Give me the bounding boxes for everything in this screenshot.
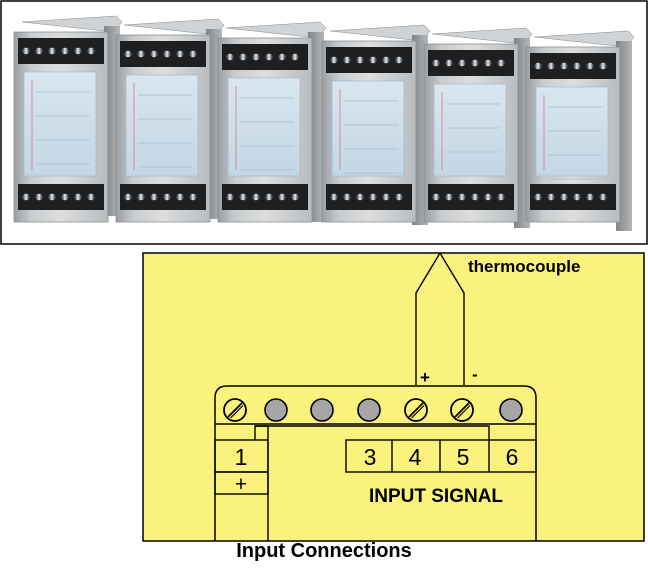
terminal-6-label: 6 xyxy=(506,444,519,470)
input-signal-label: INPUT SIGNAL xyxy=(369,486,503,507)
minus-label: - xyxy=(472,365,478,384)
module-photo xyxy=(0,0,648,245)
terminal-5-label: 5 xyxy=(457,444,470,470)
module-row xyxy=(13,15,635,231)
screw-slot-5 xyxy=(404,398,428,422)
terminal-3-label: 3 xyxy=(364,444,377,470)
screw-round-7 xyxy=(499,398,523,422)
wiring-diagram: thermocouple + - 1 + 3 4 5 6 INPUT SIGNA… xyxy=(142,251,645,542)
polarity-plus-label: + xyxy=(235,473,247,496)
module-4 xyxy=(321,24,431,225)
terminal-block xyxy=(214,385,537,541)
terminal-1-label: 1 xyxy=(235,444,248,470)
terminal-4-label: 4 xyxy=(409,444,422,470)
diagram-background xyxy=(142,252,645,542)
terminal-screws xyxy=(223,398,523,422)
module-1 xyxy=(13,15,123,223)
thermocouple-probe xyxy=(415,251,465,385)
figure-caption: Input Connections xyxy=(236,540,412,562)
screw-round-2 xyxy=(264,398,288,422)
polarity-box xyxy=(214,471,269,495)
screw-slot-6 xyxy=(450,398,474,422)
module-5 xyxy=(423,27,533,228)
screw-round-4 xyxy=(357,398,381,422)
module-2 xyxy=(115,18,225,223)
module-3 xyxy=(217,21,327,223)
screw-round-3 xyxy=(310,398,334,422)
module-6 xyxy=(525,30,635,231)
screw-slot-1 xyxy=(223,398,247,422)
terminal-group-box xyxy=(345,439,537,473)
bracket-right xyxy=(255,425,490,440)
thermocouple-label: thermocouple xyxy=(468,257,580,276)
plus-label: + xyxy=(420,368,430,387)
